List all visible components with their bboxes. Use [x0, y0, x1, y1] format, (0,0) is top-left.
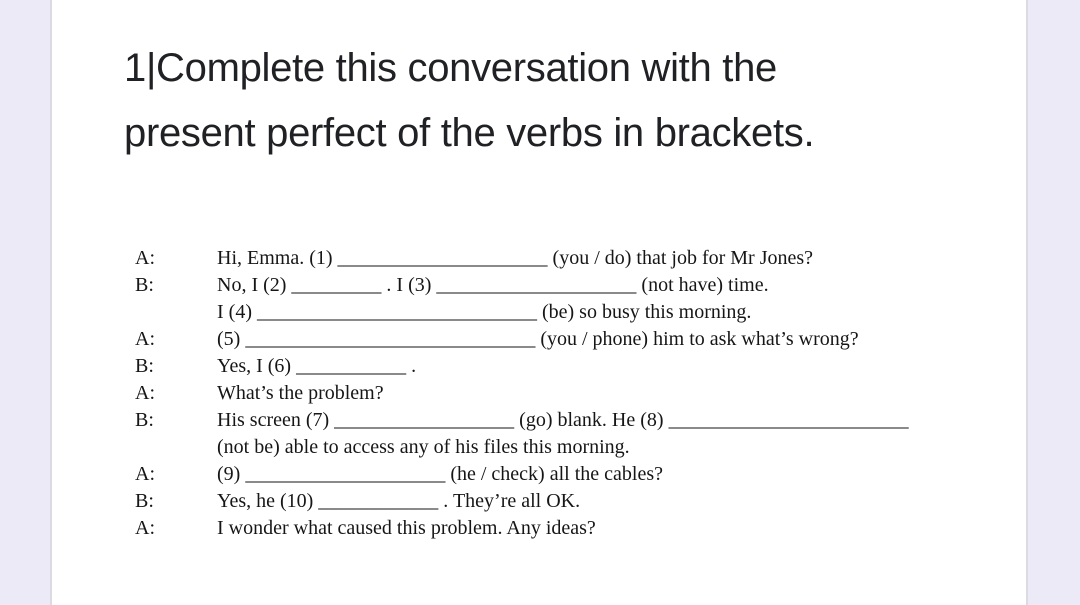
conversation-row: (not be) able to access any of his files… — [135, 434, 1045, 461]
question-title-line: 1|Complete this conversation with the — [124, 46, 777, 90]
dialogue-text: (9) ____________________ (he / check) al… — [217, 463, 663, 485]
conversation-row: A: (5) _____________________________ (yo… — [135, 326, 1045, 353]
speaker-label: B: — [135, 274, 154, 296]
conversation-row: A: (9) ____________________ (he / check)… — [135, 461, 1045, 488]
conversation-row: A: What’s the problem? — [135, 380, 1045, 407]
dialogue-text: His screen (7) __________________ (go) b… — [217, 409, 909, 431]
question-title: 1|Complete this conversation with the pr… — [124, 36, 956, 166]
speaker-label: A: — [135, 328, 155, 350]
conversation-row: B: No, I (2) _________ . I (3) _________… — [135, 272, 1045, 299]
conversation-row: A: Hi, Emma. (1) _____________________ (… — [135, 245, 1045, 272]
speaker-label: A: — [135, 382, 155, 404]
conversation-row: B: His screen (7) __________________ (go… — [135, 407, 1045, 434]
dialogue-text: (not be) able to access any of his files… — [217, 436, 630, 458]
speaker-label: B: — [135, 490, 154, 512]
conversation-row: B: Yes, I (6) ___________ . — [135, 353, 1045, 380]
conversation-exercise: A: Hi, Emma. (1) _____________________ (… — [135, 245, 1045, 542]
dialogue-text: (5) _____________________________ (you /… — [217, 328, 859, 350]
dialogue-text: Hi, Emma. (1) _____________________ (you… — [217, 247, 814, 269]
question-card: 1|Complete this conversation with the pr… — [50, 0, 1028, 605]
speaker-label — [135, 434, 217, 461]
speaker-label: B: — [135, 355, 154, 377]
question-title-line: present perfect of the verbs in brackets… — [124, 111, 815, 155]
speaker-label: B: — [135, 409, 154, 431]
dialogue-text: No, I (2) _________ . I (3) ____________… — [217, 274, 769, 296]
dialogue-text: I (4) ____________________________ (be) … — [217, 301, 752, 323]
speaker-label: A: — [135, 463, 155, 485]
dialogue-text: I wonder what caused this problem. Any i… — [217, 517, 596, 539]
speaker-label — [135, 299, 217, 326]
dialogue-text: Yes, he (10) ____________ . They’re all … — [217, 490, 581, 512]
conversation-row: A: I wonder what caused this problem. An… — [135, 515, 1045, 542]
speaker-label: A: — [135, 247, 155, 269]
conversation-row: B: Yes, he (10) ____________ . They’re a… — [135, 488, 1045, 515]
speaker-label: A: — [135, 517, 155, 539]
conversation-row: I (4) ____________________________ (be) … — [135, 299, 1045, 326]
dialogue-text: What’s the problem? — [217, 382, 384, 404]
dialogue-text: Yes, I (6) ___________ . — [217, 355, 417, 377]
